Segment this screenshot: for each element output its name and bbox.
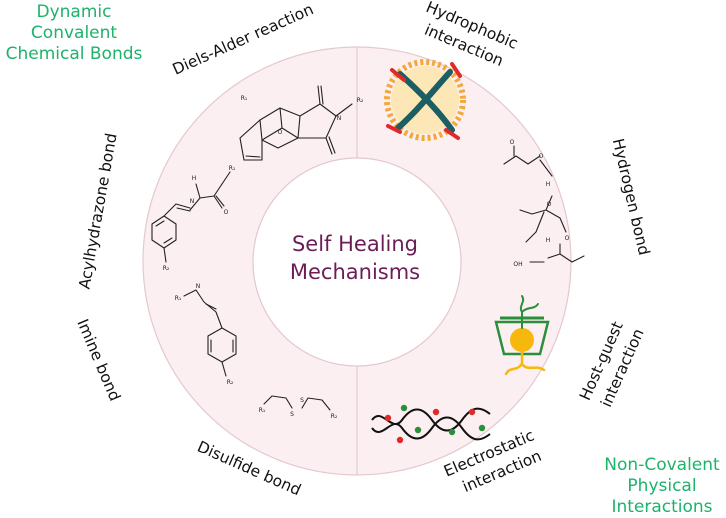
electrostatic-icon bbox=[371, 404, 491, 444]
label-acylhydrazone: Acylhydrazone bond bbox=[75, 132, 120, 291]
disulfide-structure: R₁ S S R₂ bbox=[259, 395, 338, 420]
host-guest-icon bbox=[494, 295, 550, 376]
imine-atom-r1: R₁ bbox=[175, 295, 182, 302]
group-label-noncovalent: Non-Covalent Physical Interactions bbox=[598, 455, 726, 518]
hydrogen-atom-o3: O bbox=[547, 201, 552, 208]
acylhydrazone-atom-o: O bbox=[224, 209, 229, 216]
group-covalent-line-3: Chemical Bonds bbox=[5, 44, 143, 64]
hydrophobic-micelle-icon bbox=[384, 59, 466, 141]
hydrogen-atom-o4: O bbox=[565, 235, 570, 242]
disulfide-atom-r1: R₁ bbox=[259, 407, 266, 414]
imine-atom-n: N bbox=[196, 283, 201, 290]
group-noncovalent-line-2: Physical bbox=[627, 476, 697, 496]
label-imine: Imine bond bbox=[73, 316, 124, 403]
imine-structure: R₁ N R₂ bbox=[175, 283, 237, 386]
acylhydrazone-atom-r2: R₂ bbox=[163, 265, 170, 272]
acylhydrazone-atom-r1: R₁ bbox=[229, 165, 236, 172]
group-noncovalent-line-3: Interactions bbox=[611, 497, 713, 517]
imine-atom-r2: R₂ bbox=[227, 379, 234, 386]
disulfide-atom-s1: S bbox=[290, 411, 294, 418]
center-title-line-1: Self Healing bbox=[292, 232, 418, 256]
disulfide-atom-r2: R₂ bbox=[331, 413, 338, 420]
diels-alder-structure: O N R₁ R₂ bbox=[239, 85, 364, 161]
group-label-covalent: Dynamic Convalent Chemical Bonds bbox=[0, 2, 148, 65]
acylhydrazone-atom-n: N bbox=[190, 198, 195, 205]
diels-alder-atom-r2: R₂ bbox=[357, 97, 364, 104]
diels-alder-atom-o: O bbox=[278, 129, 283, 136]
center-title-line-2: Mechanisms bbox=[290, 260, 420, 284]
acylhydrazone-atom-h: H bbox=[192, 175, 197, 182]
hydrogen-atom-oh: OH bbox=[513, 261, 522, 268]
hydrogen-atom-o2: O bbox=[539, 153, 544, 160]
hydrogen-atom-o1: O bbox=[510, 139, 515, 146]
group-noncovalent-line-1: Non-Covalent bbox=[604, 455, 720, 475]
group-covalent-line-2: Convalent bbox=[30, 23, 118, 43]
hydrogen-atom-h1: H bbox=[546, 181, 551, 188]
group-covalent-line-1: Dynamic bbox=[36, 2, 112, 22]
label-hydrogen: Hydrogen bond bbox=[609, 137, 653, 257]
acylhydrazone-structure: H N O R₁ R₂ bbox=[151, 165, 236, 272]
hydrogen-bond-structure: O O H O O H OH bbox=[503, 139, 585, 268]
diels-alder-atom-r1: R₁ bbox=[241, 95, 248, 102]
hydrogen-atom-h2: H bbox=[546, 237, 551, 244]
disulfide-atom-s2: S bbox=[300, 397, 304, 404]
diels-alder-atom-n: N bbox=[337, 115, 342, 122]
